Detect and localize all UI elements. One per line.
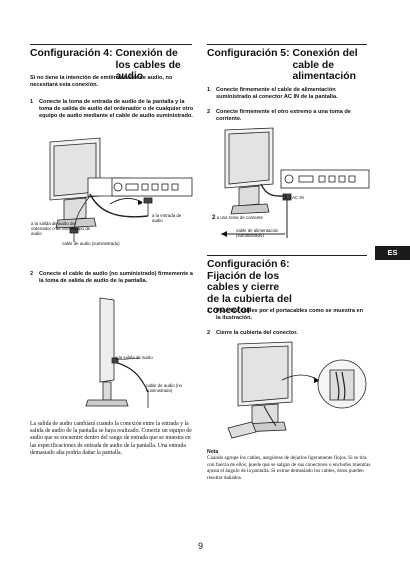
sec5-step1-num: 1 — [207, 87, 211, 93]
sec5-fig-label2-text: a una toma de corriente — [216, 215, 263, 220]
sec4-heading-num: Configuración 4: — [30, 48, 113, 59]
sec6-note-text: Cuando agrupe los cables, asegúrese de d… — [207, 455, 371, 482]
sec4-fig1-label-in: a la entrada de audio — [152, 213, 182, 223]
sec4-fig1-label-out: a la salida de audio del ordenador o de … — [31, 221, 91, 236]
sec4-intro-text: Si no tiene la intención de emitir señal… — [30, 75, 173, 88]
sec5-step1-text: Conecte firmemente el cable de alimentac… — [216, 87, 338, 100]
sec4-intro: Si no tiene la intención de emitir señal… — [30, 75, 192, 89]
sec4-fig2-label-out: a la salida de audio — [115, 355, 153, 360]
sec5-fig-label2: 2 a una toma de corriente — [212, 215, 263, 221]
sec4-heading: Configuración 4: Conexión de los cables … — [30, 48, 200, 83]
sec5-fig-label1-num: 1 — [284, 195, 288, 201]
sec4-step2-num: 2 — [30, 271, 34, 277]
sec5-top-rule — [207, 44, 367, 45]
sec6-heading-text: Fijación de los cables y cierre de la cu… — [207, 270, 292, 317]
sec5-fig-label1-text: a AC IN — [288, 195, 304, 200]
page-number: 9 — [198, 541, 204, 551]
sec5-heading-num: Configuración 5: — [207, 48, 290, 59]
sec4-fig1-label-cable: cable de audio (suministrado) — [62, 241, 120, 246]
sec4-body-text: La salida de audio cambiará cuando la co… — [30, 421, 192, 456]
sec4-figure2 — [85, 297, 149, 408]
sec4-fig2-label-cable: cable de audio (no suministrado) — [146, 383, 183, 393]
sec5-fig-label1: 1 a AC IN — [284, 195, 304, 201]
sec4-figure1 — [49, 137, 193, 242]
sec6-note-title: Nota — [207, 449, 219, 455]
sec5-fig-label2-num: 2 — [212, 215, 216, 221]
sec4-heading-text: Conexión de los cables de audio — [115, 48, 181, 82]
sec4-step1-num: 1 — [30, 99, 34, 105]
sec4-top-rule — [30, 44, 192, 45]
sec6-step2-num: 2 — [207, 330, 211, 336]
sec6-figure — [227, 341, 367, 439]
sec6-top-rule — [207, 255, 367, 256]
sec6-step2-text: Cierre la cubierta del conector. — [216, 330, 298, 336]
sec5-figure — [221, 127, 370, 238]
sec4-step2-text: Conecte el cable de audio (no suministra… — [39, 271, 193, 284]
sec6-note: Nota Cuando agrupe los cables, asegúrese… — [207, 449, 372, 482]
sec5-fig-label-cable: cable de alimentación (suministrado) — [236, 228, 279, 238]
sec5-heading: Configuración 5: Conexión del cable de a… — [207, 48, 377, 83]
sec6-heading: Configuración 6: Fijación de los cables … — [207, 259, 377, 317]
sec6-heading-num: Configuración 6: — [207, 259, 290, 270]
sec5-step2-num: 2 — [207, 109, 211, 115]
sec5-heading-text: Conexión del cable de alimentación — [292, 48, 358, 82]
language-tab: ES — [375, 246, 410, 260]
sec5-step2-text: Conecte firmemente el otro extremo a una… — [216, 109, 351, 122]
sec6-step1-text: Pase los cables por el portacables como … — [216, 308, 364, 321]
sec4-step1-text: Conecte la toma de entrada de audio de l… — [39, 99, 194, 119]
sec6-step1-num: 1 — [207, 308, 211, 314]
